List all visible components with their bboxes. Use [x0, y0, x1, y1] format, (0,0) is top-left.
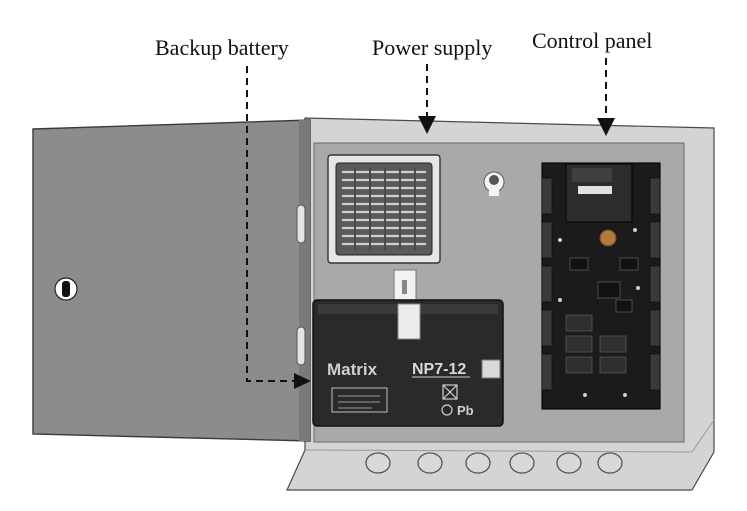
- control-panel-label: Control panel: [532, 28, 652, 53]
- cable-knockouts: [365, 452, 623, 474]
- control-panel-callout-arrow: [597, 58, 615, 136]
- recycle-icon: [441, 404, 453, 416]
- control-panel-board: [541, 162, 661, 410]
- backup-battery: Matrix NP7-12 Pb: [312, 299, 504, 427]
- backup-battery-callout-arrow: [246, 66, 311, 389]
- battery-warning-box: [331, 387, 388, 413]
- battery-pb-marking: Pb: [457, 403, 474, 418]
- backup-battery-label: Backup battery: [155, 35, 289, 60]
- battery-model-label: NP7-12: [412, 361, 466, 378]
- power-supply-unit: [327, 154, 441, 264]
- power-supply-label: Power supply: [372, 35, 492, 60]
- enclosure-door: [32, 119, 311, 442]
- coin-cell-battery: [599, 229, 617, 247]
- battery-brand-label: Matrix: [327, 360, 378, 379]
- door-lock-icon: [54, 277, 78, 301]
- power-supply-callout-arrow: [418, 64, 436, 134]
- recycle-bin-icon: [442, 384, 458, 400]
- mounting-hole: [483, 171, 505, 196]
- door-hinges: [296, 204, 306, 366]
